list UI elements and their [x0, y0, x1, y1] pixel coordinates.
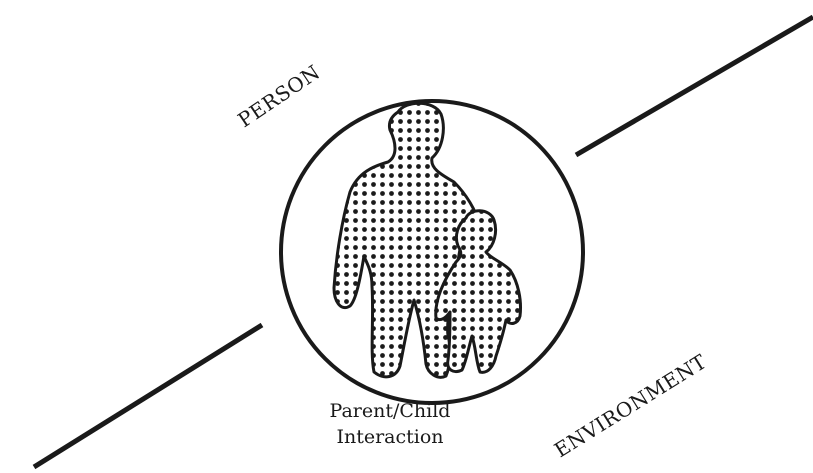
diagonal-line-lower	[34, 325, 262, 467]
caption-line-1: Parent/Child	[320, 398, 460, 424]
caption-line-2: Interaction	[320, 424, 460, 450]
environment-label: ENVIRONMENT	[550, 349, 711, 462]
diagonal-line-upper	[576, 17, 813, 155]
caption: Parent/Child Interaction	[320, 398, 460, 450]
person-label: PERSON	[233, 60, 324, 132]
